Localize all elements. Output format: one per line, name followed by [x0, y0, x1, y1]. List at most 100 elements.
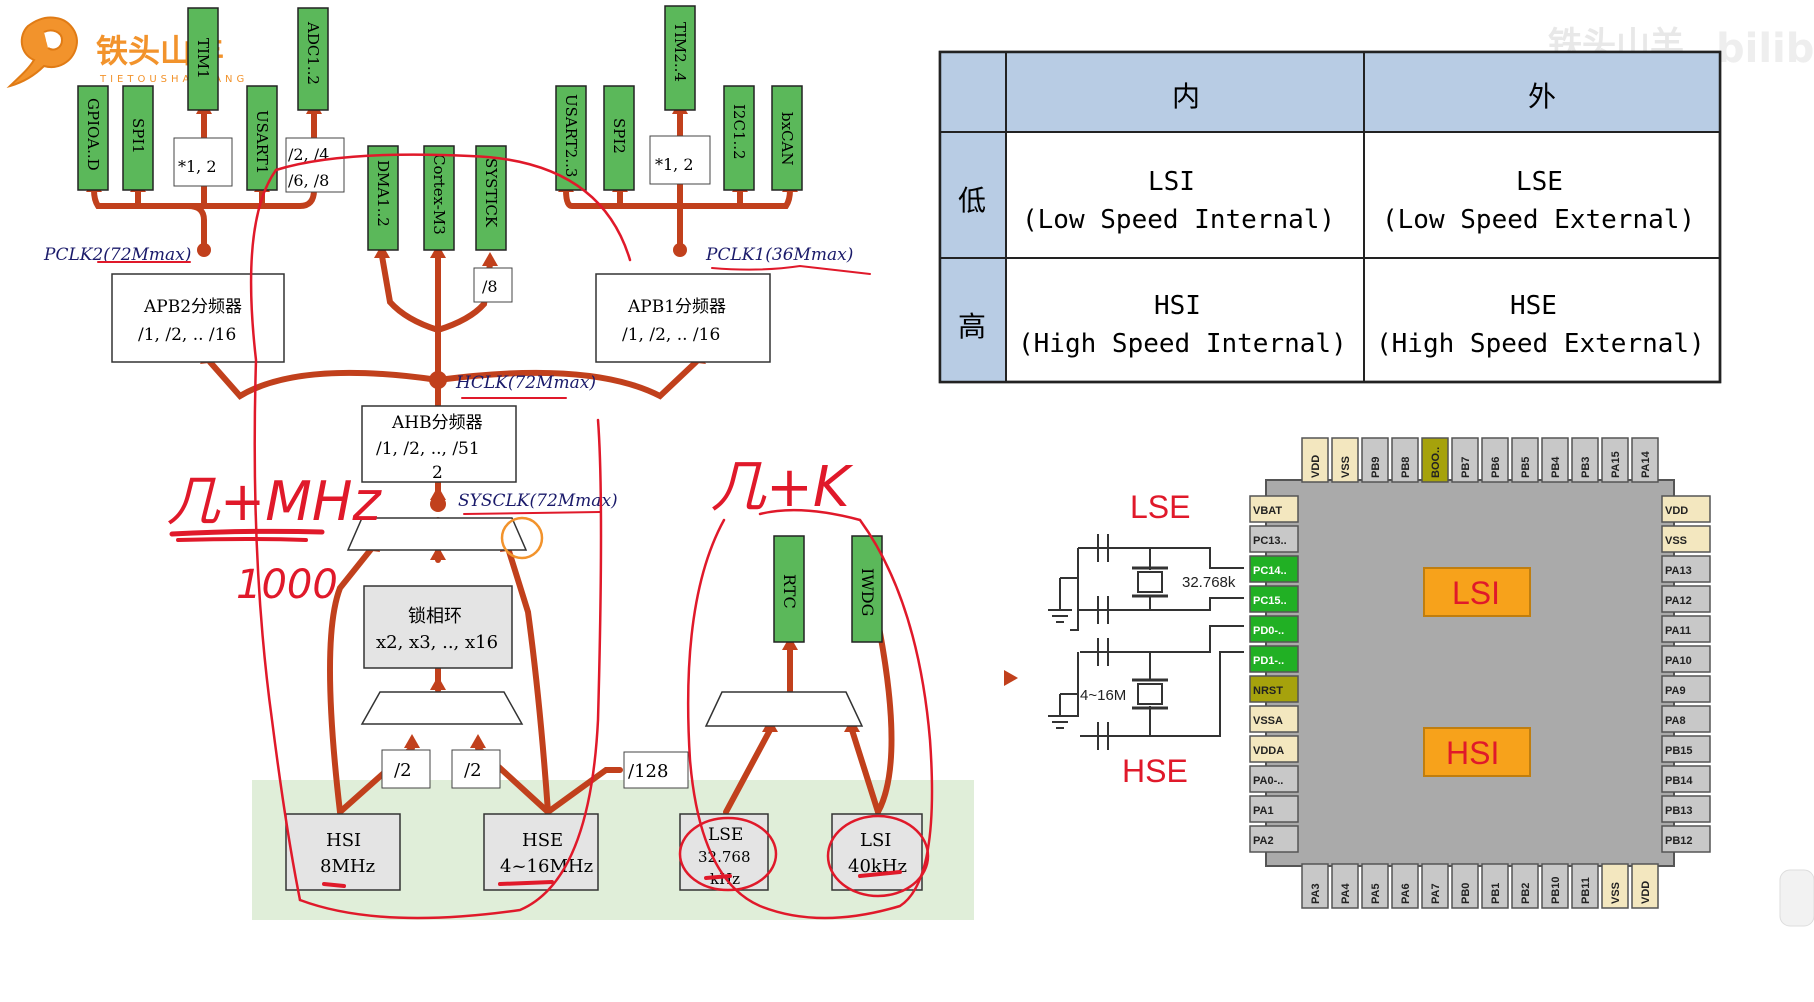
svg-text:VDDA: VDDA	[1253, 745, 1284, 757]
peripheral-adc: ADC1..2	[297, 7, 329, 111]
crystal-labels: LSE HSE 32.768k 4~16M	[1080, 489, 1236, 789]
pclk1-label: PCLK1(36Mmax)	[705, 245, 853, 265]
svg-text:DMA1..2: DMA1..2	[374, 160, 392, 227]
svg-text:PB5: PB5	[1520, 457, 1532, 478]
side-toolbar-button[interactable]	[1779, 869, 1814, 927]
svg-text:PC14..: PC14..	[1253, 565, 1287, 577]
mult-label-right: *1, 2	[655, 155, 694, 174]
chip-pin: PA2	[1249, 825, 1299, 853]
clock-labels: PCLK2(72Mmax) PCLK1(36Mmax) HCLK(72Mmax)…	[43, 245, 853, 511]
svg-text:Cortex-M3: Cortex-M3	[430, 154, 448, 235]
lse-crystal-value: 32.768k	[1182, 574, 1236, 591]
chip-pin: VBAT	[1249, 495, 1299, 523]
svg-text:TIM1: TIM1	[194, 38, 212, 79]
pll-source-mux	[360, 691, 524, 725]
hse-source: HSE 4~16MHz	[483, 813, 599, 891]
chip-pin: PA1	[1249, 795, 1299, 823]
svg-text:HSI: HSI	[326, 830, 361, 851]
peripheral-usart2: USART2..3	[555, 85, 587, 191]
svg-text:PB8: PB8	[1400, 457, 1412, 478]
svg-text:PA13: PA13	[1665, 565, 1692, 577]
div2-b: /2	[464, 760, 482, 781]
svg-text:PA10: PA10	[1665, 655, 1692, 667]
svg-text:PA0-..: PA0-..	[1253, 775, 1283, 787]
svg-text:SPI1: SPI1	[129, 118, 147, 154]
chip-pin: PA8	[1661, 705, 1711, 733]
svg-text:TIM2..4: TIM2..4	[671, 22, 689, 82]
chip-pin: PA12	[1661, 585, 1711, 613]
svg-text:VSS: VSS	[1340, 456, 1352, 478]
cell-hse-name: HSE	[1510, 291, 1557, 321]
annotation-mux-circle	[500, 516, 544, 560]
svg-text:PB14: PB14	[1665, 775, 1693, 787]
hand-annotations	[97, 153, 934, 920]
annotation-1000: 1000	[236, 562, 338, 608]
svg-text:GPIOA..D: GPIOA..D	[84, 98, 102, 171]
chip-pin: PB0	[1451, 863, 1479, 909]
div2-boxes: /2 /2 /128	[381, 749, 689, 789]
logo-subtitle: TIETOUSHANYANG	[99, 74, 248, 85]
chip-pin: NRST	[1249, 675, 1299, 703]
svg-text:APB2分频器: APB2分频器	[143, 297, 242, 317]
svg-text:I2C1..2: I2C1..2	[730, 104, 748, 160]
chip-pin: PC14..	[1249, 555, 1299, 583]
chip-pin: PA15	[1601, 437, 1629, 483]
chip-pin: PB15	[1661, 735, 1711, 763]
small-divider-boxes: *1, 2 *1, 2 /2, /4 /6, /8 /8	[173, 135, 711, 303]
clock-source-table: 内 外 低 高 LSI (Low Speed Internal) LSE (Lo…	[938, 50, 1722, 384]
apb2-prescaler	[111, 273, 285, 363]
chip-pin: PB2	[1511, 863, 1539, 909]
svg-text:HSE: HSE	[522, 830, 563, 851]
svg-text:PA7: PA7	[1430, 883, 1442, 904]
table-header-external: 外	[1528, 80, 1556, 113]
chip-pin: PA7	[1421, 863, 1449, 909]
adc-divider-line1: /2, /4	[288, 145, 329, 164]
svg-text:PB12: PB12	[1665, 835, 1693, 847]
chip-pin: PA5	[1361, 863, 1389, 909]
chip-pin: VSS	[1331, 437, 1359, 483]
chip-pin: VSS	[1601, 863, 1629, 909]
svg-text:HSI: HSI	[1446, 735, 1499, 771]
div128: /128	[628, 761, 668, 782]
svg-text:BOO..: BOO..	[1430, 447, 1442, 478]
chip-right-pins: VDDVSSPA13PA12PA11PA10PA9PA8PB15PB14PB13…	[1661, 495, 1711, 853]
chip-pin: PA13	[1661, 555, 1711, 583]
chip-pin: PA3	[1301, 863, 1329, 909]
apb1-peripherals: USART2..3 SPI2 TIM2..4 I2C1..2 bxCAN	[555, 5, 803, 191]
chip-pin: PA11	[1661, 615, 1711, 643]
svg-text:PB7: PB7	[1460, 457, 1472, 478]
svg-text:VSS: VSS	[1610, 882, 1622, 904]
peripheral-tim1: TIM1	[187, 7, 219, 111]
peripheral-i2c: I2C1..2	[723, 85, 755, 191]
svg-text:SPI2: SPI2	[610, 118, 628, 154]
chip-pin: BOO..	[1421, 437, 1449, 483]
table-header-internal: 内	[1172, 80, 1200, 113]
svg-text:VSSA: VSSA	[1253, 715, 1283, 727]
watermark-platform: bilibili	[1716, 26, 1814, 72]
chip-pin: PB6	[1481, 437, 1509, 483]
mult-label-left: *1, 2	[178, 157, 217, 176]
hse-crystal-value: 4~16M	[1080, 687, 1126, 704]
iwdg-box	[851, 535, 883, 643]
svg-text:PA14: PA14	[1640, 450, 1652, 478]
svg-text:VDD: VDD	[1310, 455, 1322, 478]
svg-text:PA5: PA5	[1370, 883, 1382, 904]
svg-text:VDD: VDD	[1665, 505, 1688, 517]
apb2-peripherals: GPIOA..D SPI1 TIM1 USART1 ADC1..2	[77, 7, 329, 191]
chip-pin: PD0-..	[1249, 615, 1299, 643]
pll-box: 锁相环 x2, x3, .., x16	[363, 585, 513, 669]
chip-lsi-label: LSI	[1423, 567, 1531, 617]
annotation-lf-loop	[686, 508, 934, 920]
chip-pin: VSS	[1661, 525, 1711, 553]
hse-crystal-title: HSE	[1122, 753, 1188, 789]
svg-text:PA8: PA8	[1665, 715, 1686, 727]
chip-pin: PA9	[1661, 675, 1711, 703]
chip-pin: VDD	[1631, 863, 1659, 909]
peripheral-bxcan: bxCAN	[771, 85, 803, 191]
goat-logo-icon	[6, 16, 78, 89]
pclk2-label: PCLK2(72Mmax)	[43, 245, 191, 265]
svg-text:/1, /2, .., /51: /1, /2, .., /51	[376, 439, 480, 459]
svg-text:USART1: USART1	[253, 110, 271, 174]
